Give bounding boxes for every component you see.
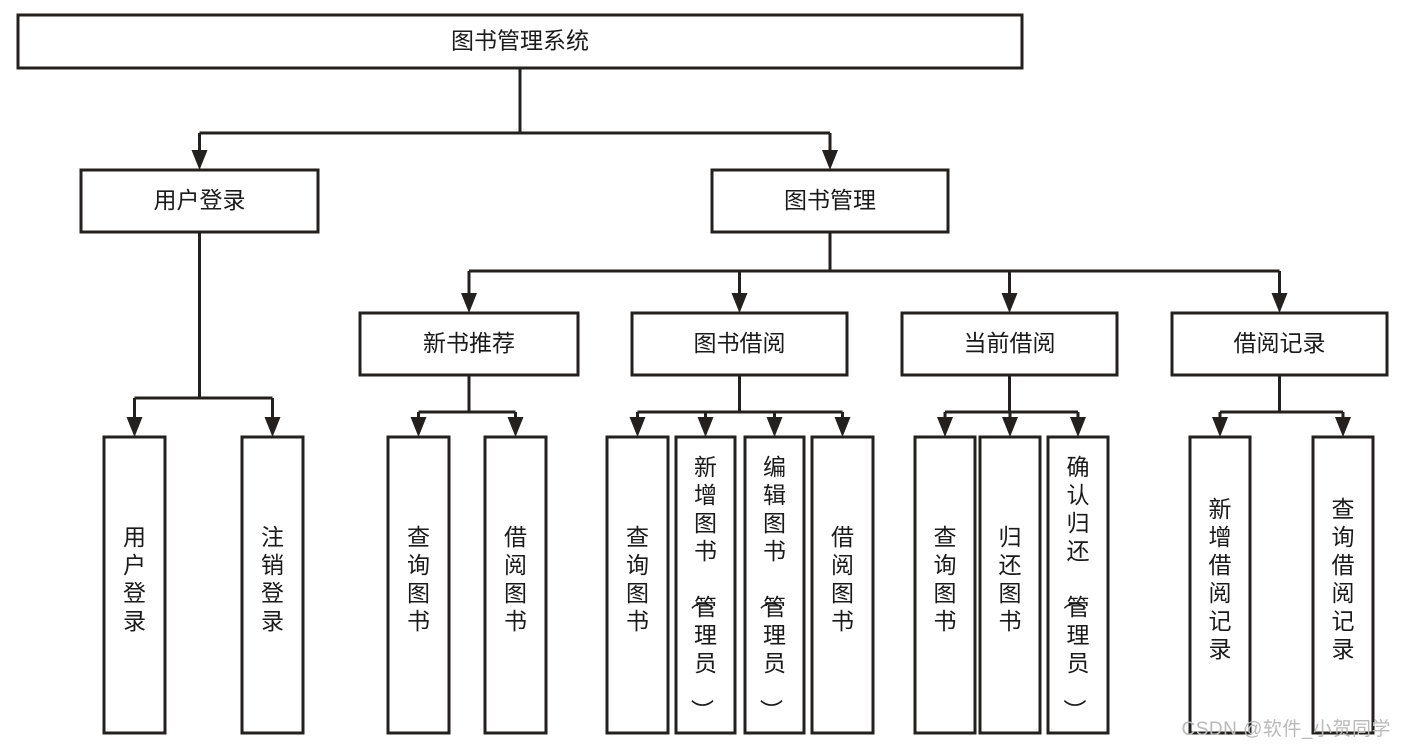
node-box [483, 435, 548, 735]
node-box [386, 435, 451, 735]
node-box [978, 435, 1042, 735]
node-box [358, 311, 580, 377]
node-box [1311, 435, 1375, 735]
node-new-book-rec[interactable]: 新书推荐 [358, 311, 580, 377]
node-box [674, 435, 737, 735]
node-layer: 图书管理系统用户登录图书管理新书推荐图书借阅当前借阅借阅记录用户登录注销登录查询… [16, 13, 1389, 735]
node-leaf-logout[interactable]: 注销登录 [240, 435, 305, 735]
node-label: 借阅图书 [504, 524, 527, 634]
node-leaf-cur-return[interactable]: 归还图书 [978, 435, 1042, 735]
node-box [743, 435, 806, 735]
node-leaf-rec-add[interactable]: 新增借阅记录 [1188, 435, 1252, 735]
node-box [1188, 435, 1252, 735]
node-box [102, 435, 167, 735]
node-box [810, 435, 875, 735]
arrowhead-icon [264, 417, 281, 437]
node-book-manage[interactable]: 图书管理 [710, 168, 950, 234]
arrowhead-icon [731, 293, 748, 313]
node-box [16, 13, 1024, 70]
arrowhead-icon [1001, 293, 1018, 313]
node-label: 确认归还（管理员） [1062, 454, 1090, 722]
node-root[interactable]: 图书管理系统 [16, 13, 1024, 70]
node-label: 图书借阅 [694, 330, 786, 356]
node-book-borrow[interactable]: 图书借阅 [630, 311, 849, 377]
node-label: 图书管理 [784, 187, 876, 213]
node-label: 新书推荐 [423, 330, 515, 356]
arrowhead-icon [1070, 417, 1086, 437]
arrowhead-icon [191, 150, 208, 170]
node-leaf-rec-query[interactable]: 查询图书 [386, 435, 451, 735]
node-label: 查询图书 [626, 524, 649, 634]
arrowhead-icon [629, 417, 646, 437]
node-label: 查询图书 [934, 524, 957, 634]
node-label: 查询图书 [407, 524, 430, 634]
node-label: 查询借阅记录 [1332, 496, 1355, 662]
node-box [630, 311, 849, 377]
arrowhead-icon [1271, 293, 1288, 313]
node-label: 当前借阅 [964, 330, 1056, 356]
node-leaf-borrow-query[interactable]: 查询图书 [605, 435, 670, 735]
arrowhead-icon [507, 417, 524, 437]
node-leaf-user-login[interactable]: 用户登录 [102, 435, 167, 735]
node-label: 借阅记录 [1234, 330, 1326, 356]
node-label: 新增图书（管理员） [689, 454, 717, 722]
node-label: 图书管理系统 [451, 28, 589, 54]
node-box [240, 435, 305, 735]
node-box [79, 168, 320, 234]
node-user-login[interactable]: 用户登录 [79, 168, 320, 234]
node-label: 用户登录 [123, 524, 146, 634]
node-box [900, 311, 1119, 377]
node-leaf-cur-query[interactable]: 查询图书 [913, 435, 977, 735]
node-box [1046, 435, 1110, 735]
csdn-watermark: CSDN @软件_小贺同学 [1181, 719, 1391, 740]
node-label: 注销登录 [261, 524, 284, 634]
node-box [913, 435, 977, 735]
connector-layer [126, 68, 1351, 437]
node-leaf-borrow-add[interactable]: 新增图书（管理员） [674, 435, 737, 735]
arrowhead-icon [461, 293, 477, 313]
node-leaf-rec-query2[interactable]: 查询借阅记录 [1311, 435, 1375, 735]
node-borrow-record[interactable]: 借阅记录 [1170, 311, 1389, 377]
arrowhead-icon [937, 417, 953, 437]
arrowhead-icon [822, 150, 838, 170]
arrowhead-icon [766, 417, 783, 437]
node-box [1170, 311, 1389, 377]
node-label: 新增借阅记录 [1209, 496, 1232, 662]
arrowhead-icon [126, 417, 143, 437]
arrowhead-icon [1002, 417, 1018, 437]
arrowhead-icon [697, 417, 714, 437]
node-current-borrow[interactable]: 当前借阅 [900, 311, 1119, 377]
node-box [605, 435, 670, 735]
arrowhead-icon [1212, 417, 1228, 437]
node-label: 用户登录 [154, 187, 246, 213]
node-leaf-cur-confirm[interactable]: 确认归还（管理员） [1046, 435, 1110, 735]
node-box [710, 168, 950, 234]
node-leaf-borrow-do[interactable]: 借阅图书 [810, 435, 875, 735]
arrowhead-icon [834, 417, 851, 437]
node-label: 归还图书 [999, 524, 1022, 634]
node-leaf-borrow-edit[interactable]: 编辑图书（管理员） [743, 435, 806, 735]
arrowhead-icon [410, 417, 427, 437]
node-label: 编辑图书（管理员） [758, 454, 786, 722]
node-leaf-rec-borrow[interactable]: 借阅图书 [483, 435, 548, 735]
arrowhead-icon [1335, 417, 1351, 437]
node-label: 借阅图书 [831, 524, 854, 634]
